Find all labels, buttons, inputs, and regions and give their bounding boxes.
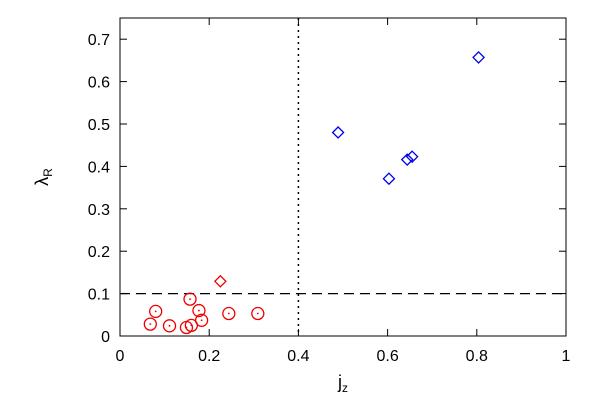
data-point-marker: [192, 303, 206, 318]
data-point-center: [200, 319, 203, 322]
data-point-marker: [222, 306, 236, 321]
data-point-marker: [143, 317, 157, 331]
y-tick-label: 0.7: [88, 32, 110, 49]
data-point-circle: [194, 313, 209, 327]
data-point-circle: [222, 306, 236, 321]
x-tick-label: 0.4: [287, 348, 309, 365]
data-point-diamond: [382, 172, 396, 186]
data-point-diamond: [331, 126, 345, 139]
x-tick-label: 0.8: [466, 348, 488, 365]
data-point-diamond: [213, 274, 227, 288]
y-axis-label: λR: [32, 168, 55, 186]
x-tick-label: 0: [116, 348, 125, 365]
x-axis-label: jz: [337, 372, 348, 395]
y-tick-label: 0.3: [88, 202, 110, 219]
y-axis-label-main: λ: [32, 177, 52, 186]
data-point-circle: [192, 303, 206, 318]
data-point-circle: [183, 292, 197, 306]
x-tick-label: 0.6: [376, 348, 398, 365]
data-point-circle: [162, 319, 177, 333]
plot-frame: [119, 17, 567, 337]
data-point-marker: [149, 304, 163, 319]
data-point-circle: [251, 306, 265, 321]
data-point-diamond: [472, 51, 486, 64]
data-point-center: [189, 298, 191, 301]
data-point-center: [149, 323, 152, 326]
data-point-circle: [149, 304, 163, 319]
data-point-marker: [251, 306, 265, 321]
data-point-diamond: [400, 153, 414, 167]
y-tick-label: 0.6: [88, 75, 110, 92]
data-point-marker: [194, 313, 209, 327]
data-point-center: [227, 312, 230, 315]
data-point-marker: [162, 319, 177, 333]
data-point-center: [190, 324, 193, 327]
y-tick-label: 0.5: [88, 117, 110, 134]
data-point-center: [168, 324, 171, 327]
y-tick-label: 0.1: [88, 287, 110, 304]
y-tick-label: 0.2: [88, 244, 110, 261]
data-point-marker: [183, 292, 197, 306]
data-point-circle: [143, 317, 157, 331]
x-tick-label: 0.2: [198, 348, 220, 365]
data-point-diamond: [405, 150, 419, 164]
y-tick-label: 0.4: [88, 159, 110, 176]
data-point-center: [198, 309, 200, 312]
x-tick-label: 1: [562, 348, 571, 365]
y-tick-label: 0: [101, 329, 110, 346]
y-axis-label-sub: R: [41, 168, 55, 177]
data-point-center: [154, 310, 157, 313]
x-axis-label-sub: z: [342, 381, 348, 395]
data-point-center: [256, 312, 259, 315]
x-axis-label-main: j: [337, 372, 342, 392]
